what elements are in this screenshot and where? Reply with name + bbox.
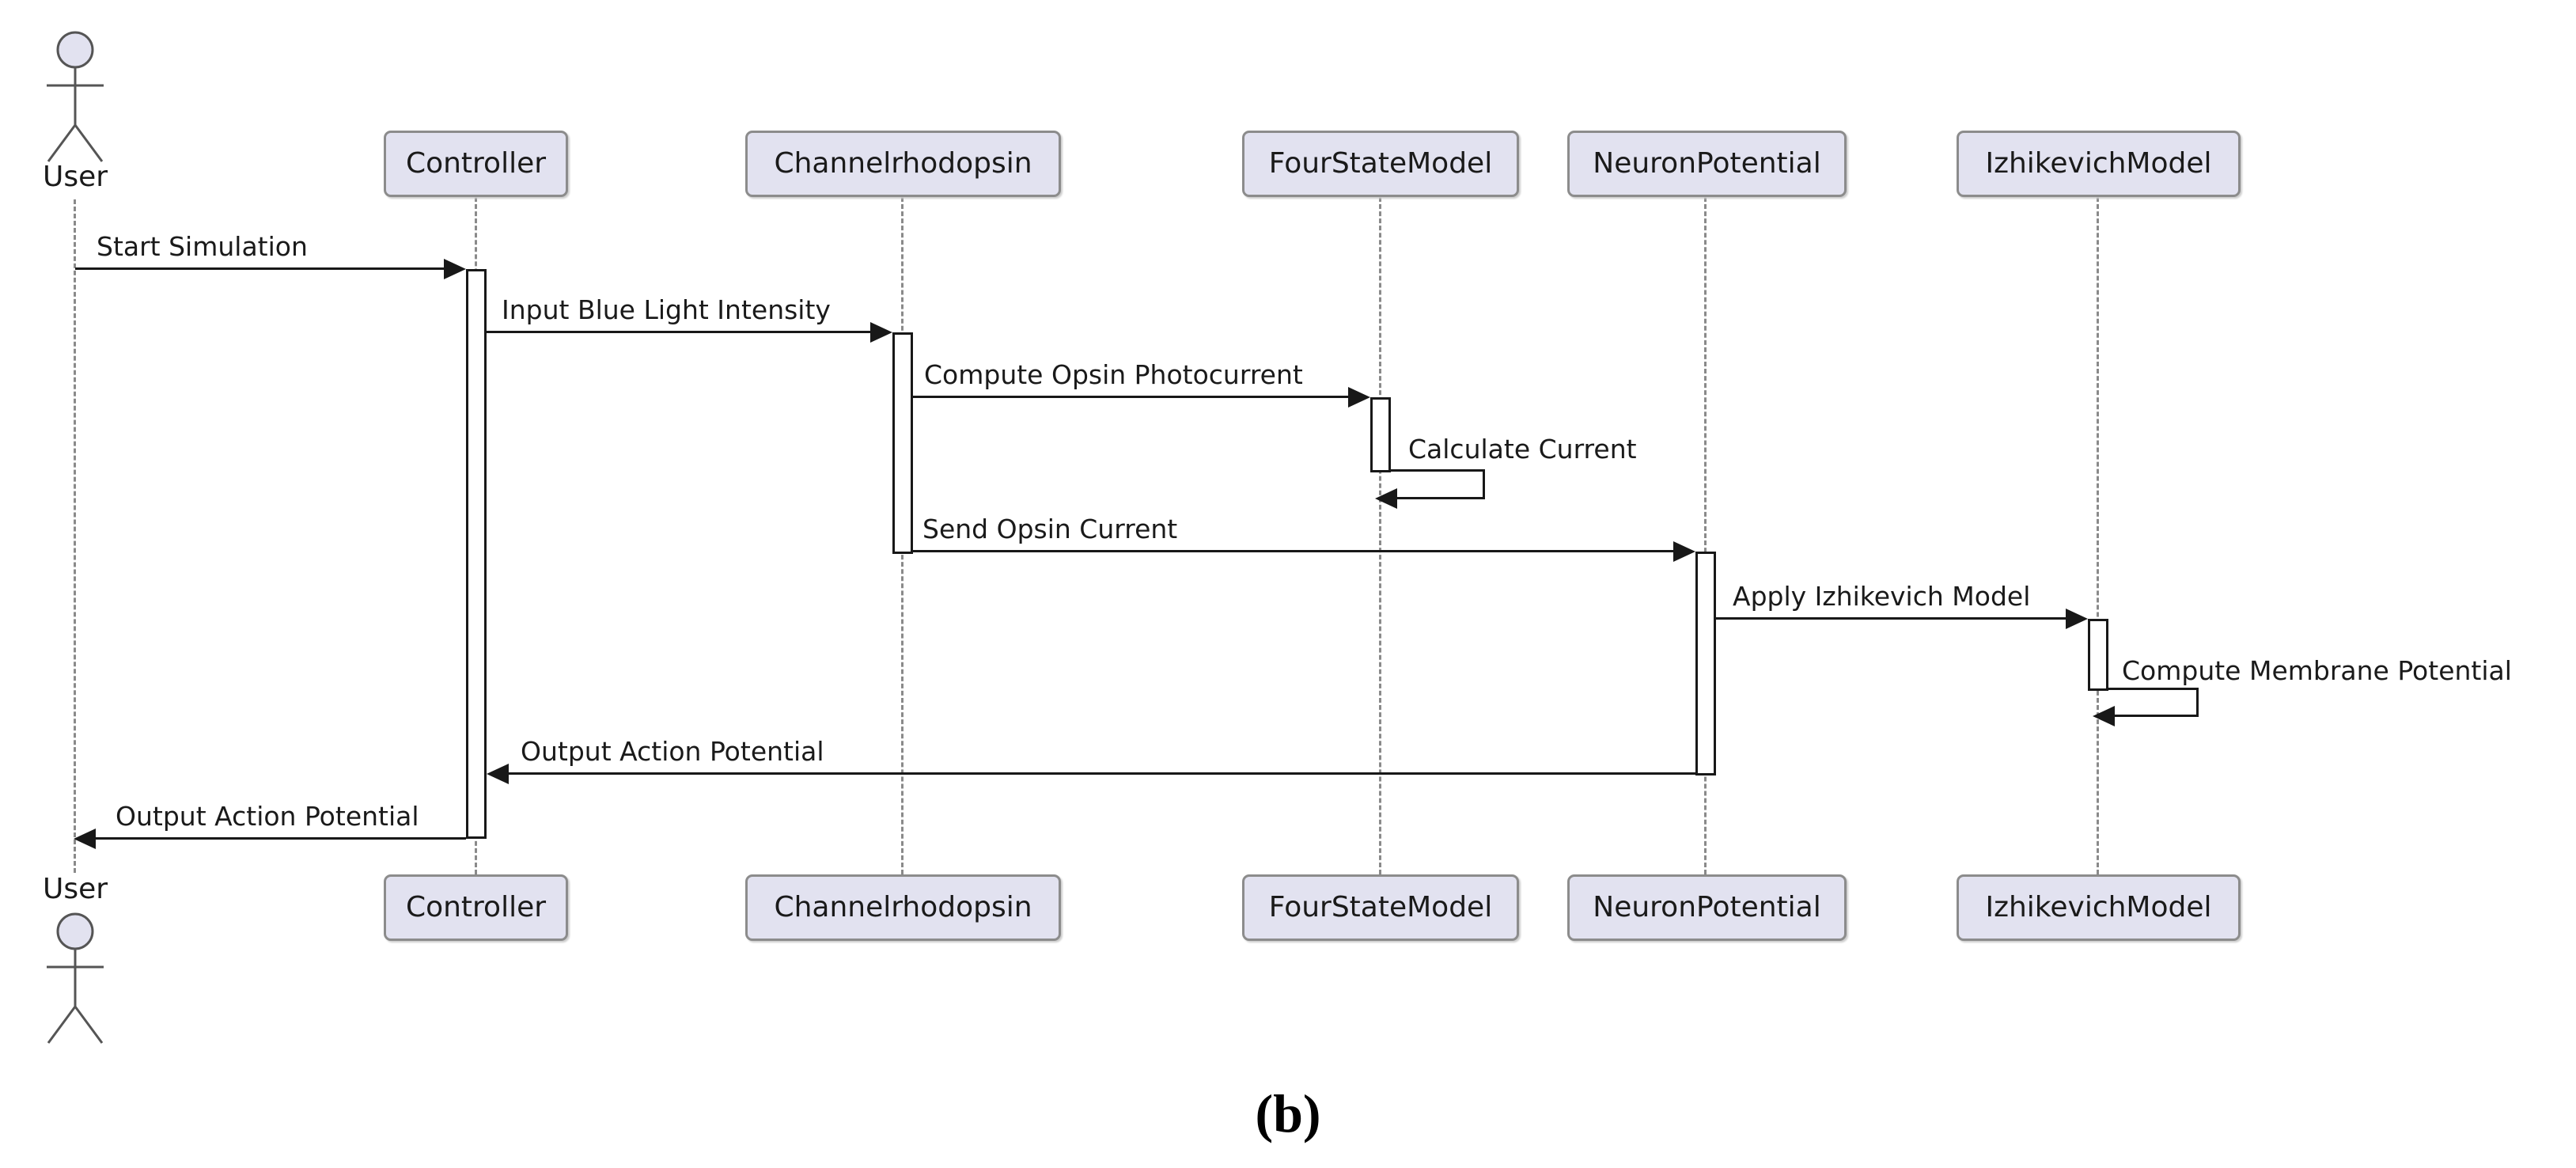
arrowhead-icon <box>1348 387 1370 408</box>
participant-box-fourstatemodel-top: FourStateModel <box>1242 131 1519 197</box>
participant-box-izhikevichmodel-bottom: IzhikevichModel <box>1957 874 2241 941</box>
arrowhead-icon <box>2093 706 2115 726</box>
actor-label: User <box>42 161 108 193</box>
participant-label: NeuronPotential <box>1593 891 1821 923</box>
message-line <box>1716 617 2067 620</box>
message-line <box>509 772 1695 775</box>
participant-box-izhikevichmodel-top: IzhikevichModel <box>1957 131 2241 197</box>
participant-label: Controller <box>405 147 547 180</box>
lifeline-user <box>74 199 76 873</box>
arrowhead-icon <box>2066 609 2088 629</box>
stick-figure-icon <box>47 912 104 1044</box>
participant-box-neuronpotential-bottom: NeuronPotential <box>1567 874 1847 941</box>
message-line <box>96 837 466 840</box>
arrowhead-icon <box>870 322 892 343</box>
self-loop-top <box>1389 469 1485 472</box>
arrowhead-icon <box>487 764 509 784</box>
participant-box-channelrhodopsin-bottom: Channelrhodopsin <box>745 874 1061 941</box>
stick-figure-icon <box>47 31 104 162</box>
activation-channelrhodopsin <box>892 332 913 554</box>
activation-neuronpotential <box>1695 552 1716 776</box>
message-label: Start Simulation <box>97 231 308 262</box>
participant-label: IzhikevichModel <box>1985 147 2212 180</box>
participant-label: FourStateModel <box>1268 891 1493 923</box>
message-line <box>913 550 1675 552</box>
participant-label: Channelrhodopsin <box>774 891 1032 923</box>
message-label: Output Action Potential <box>521 736 824 767</box>
arrowhead-icon <box>1375 488 1397 509</box>
participant-box-channelrhodopsin-top: Channelrhodopsin <box>745 131 1061 197</box>
lifeline-fourstatemodel <box>1379 197 1381 874</box>
message-line <box>487 331 872 333</box>
activation-fourstatemodel <box>1370 397 1391 472</box>
self-loop-top <box>2107 688 2199 690</box>
self-loop-side <box>1483 469 1485 499</box>
message-line <box>913 396 1350 398</box>
message-label: Compute Membrane Potential <box>2122 655 2512 686</box>
participant-box-fourstatemodel-bottom: FourStateModel <box>1242 874 1519 941</box>
arrowhead-icon <box>1673 541 1695 562</box>
participant-label: Channelrhodopsin <box>774 147 1032 180</box>
actor-label: User <box>42 873 108 905</box>
participant-box-controller-top: Controller <box>384 131 568 197</box>
participant-label: IzhikevichModel <box>1985 891 2212 923</box>
self-loop-bottom <box>2115 715 2199 717</box>
arrowhead-icon <box>74 829 96 849</box>
figure-caption: (b) <box>1255 1083 1321 1143</box>
message-label: Apply Izhikevich Model <box>1733 581 2031 612</box>
lifeline-neuronpotential <box>1704 197 1707 874</box>
participant-box-controller-bottom: Controller <box>384 874 568 941</box>
self-loop-side <box>2196 688 2199 717</box>
activation-izhikevichmodel <box>2088 619 2108 691</box>
participant-label: NeuronPotential <box>1593 147 1821 180</box>
participant-box-neuronpotential-top: NeuronPotential <box>1567 131 1847 197</box>
participant-label: FourStateModel <box>1268 147 1493 180</box>
arrowhead-icon <box>444 259 466 279</box>
participant-label: Controller <box>405 891 547 923</box>
lifeline-izhikevichmodel <box>2097 197 2099 874</box>
self-loop-bottom <box>1397 497 1485 499</box>
message-label: Send Opsin Current <box>922 514 1178 544</box>
message-label: Calculate Current <box>1408 434 1637 465</box>
message-label: Input Blue Light Intensity <box>502 294 831 325</box>
activation-controller <box>466 269 487 839</box>
message-line <box>75 267 445 270</box>
message-label: Output Action Potential <box>116 801 419 832</box>
message-label: Compute Opsin Photocurrent <box>924 359 1303 390</box>
